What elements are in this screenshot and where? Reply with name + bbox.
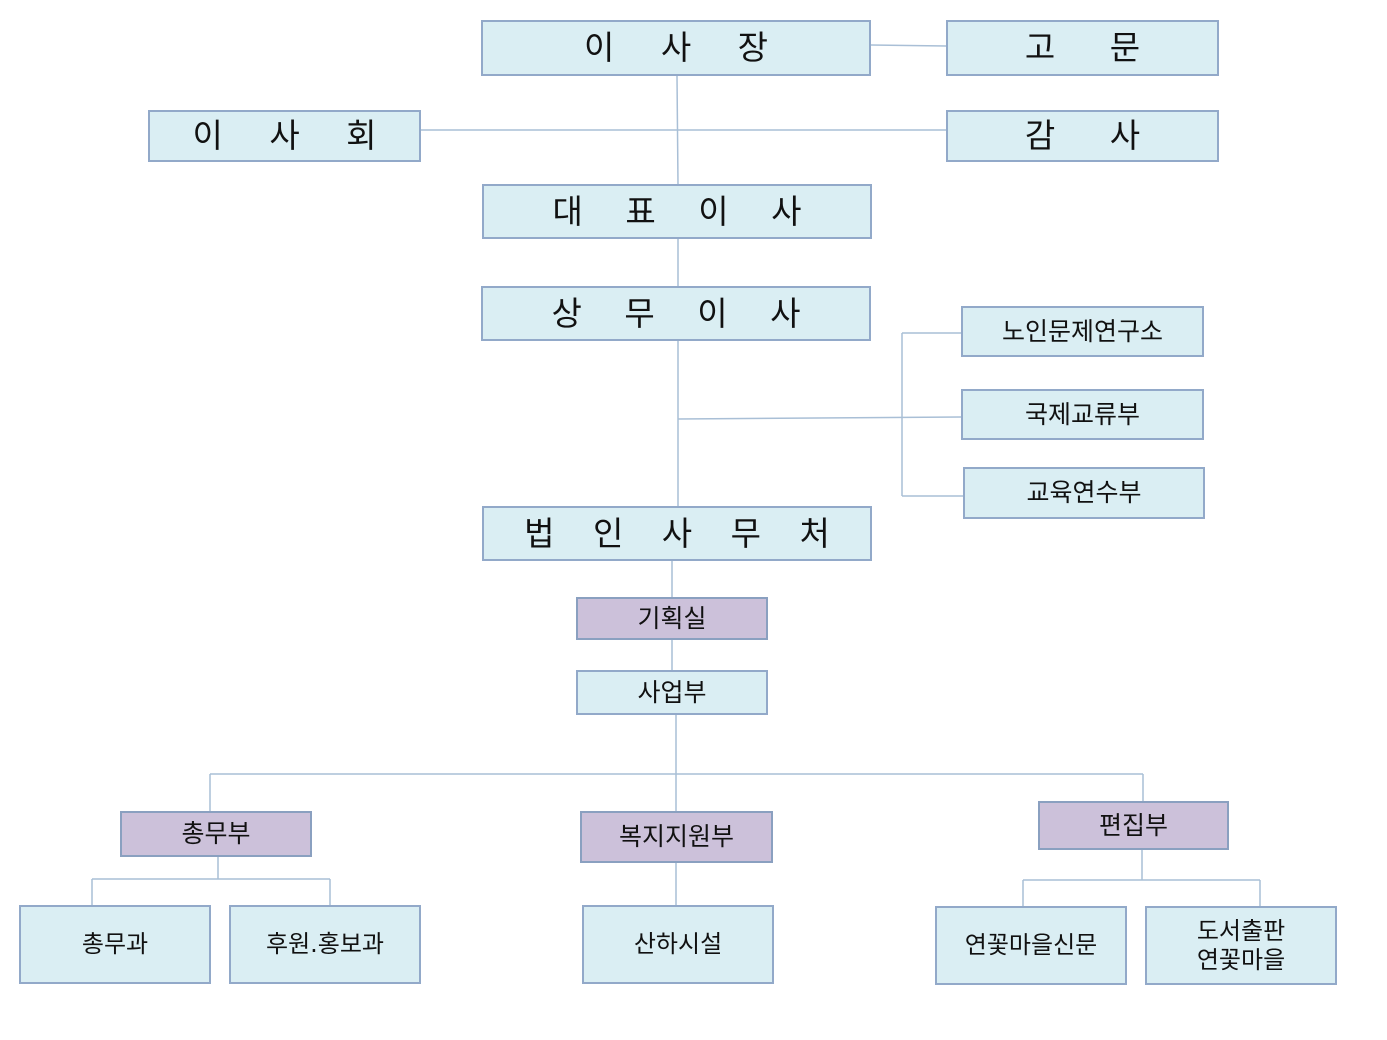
node-editorial-department: 편집부 — [1038, 801, 1229, 850]
node-chairman: 이 사 장 — [481, 20, 871, 76]
node-publishing: 도서출판 연꽃마을 — [1145, 906, 1337, 985]
node-research-institute: 노인문제연구소 — [961, 306, 1204, 357]
node-newspaper: 연꽃마을신문 — [935, 906, 1127, 985]
node-sponsorship-pr-section: 후원.홍보과 — [229, 905, 421, 984]
node-business-department: 사업부 — [576, 670, 768, 715]
connector-chairman-advisor — [870, 44, 947, 47]
node-auditor: 감 사 — [946, 110, 1219, 162]
node-training: 교육연수부 — [963, 467, 1205, 519]
node-general-affairs-department: 총무부 — [120, 811, 312, 857]
node-international-exchange: 국제교류부 — [961, 389, 1204, 440]
node-general-affairs-section: 총무과 — [19, 905, 211, 984]
node-ceo: 대 표 이 사 — [482, 184, 872, 239]
connector-managing-branch — [677, 416, 962, 420]
node-managing-director: 상 무 이 사 — [481, 286, 871, 341]
node-board: 이 사 회 — [148, 110, 421, 162]
node-advisor: 고 문 — [946, 20, 1219, 76]
node-planning-office: 기획실 — [576, 597, 768, 640]
node-welfare-support-department: 복지지원부 — [580, 811, 773, 863]
node-affiliated-facilities: 산하시설 — [582, 905, 774, 984]
node-corporate-office: 법 인 사 무 처 — [482, 506, 872, 561]
